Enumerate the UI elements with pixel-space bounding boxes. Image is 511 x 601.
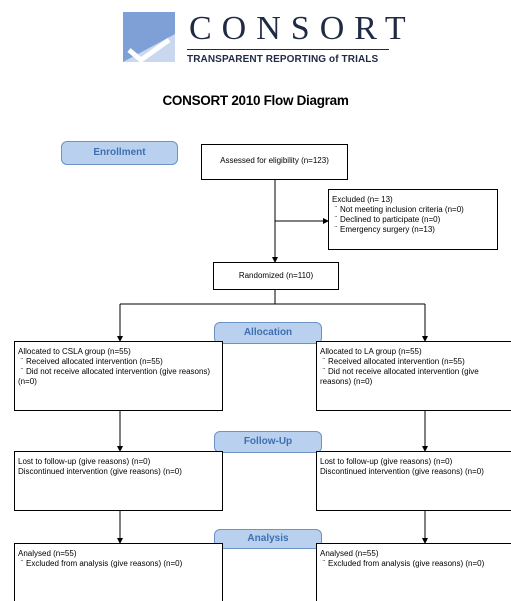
left-not-received: ¨Did not receive allocated intervention … bbox=[18, 367, 211, 386]
right-allocation-box: Allocated to LA group (n=55) ¨Received a… bbox=[316, 341, 511, 411]
left-lost: Lost to follow-up (give reasons) (n=0) bbox=[18, 457, 151, 466]
stage-allocation-label: Allocation bbox=[243, 327, 293, 338]
stage-analysis: Analysis bbox=[214, 529, 322, 549]
stage-allocation: Allocation bbox=[214, 322, 322, 344]
left-followup-box: Lost to follow-up (give reasons) (n=0) D… bbox=[14, 451, 223, 511]
stage-followup: Follow-Up bbox=[214, 431, 322, 453]
excluded-item: ¨Not meeting inclusion criteria (n=0) bbox=[334, 205, 464, 214]
left-excluded-analysis: ¨Excluded from analysis (give reasons) (… bbox=[20, 559, 183, 568]
assessed-box: Assessed for eligibility (n=123) bbox=[201, 144, 348, 180]
stage-analysis-label: Analysis bbox=[247, 533, 289, 544]
left-discontinued: Discontinued intervention (give reasons)… bbox=[18, 467, 182, 476]
assessed-text: Assessed for eligibility (n=123) bbox=[220, 156, 329, 165]
left-analysed: Analysed (n=55) bbox=[18, 549, 77, 558]
right-excluded-analysis: ¨Excluded from analysis (give reasons) (… bbox=[322, 559, 485, 568]
right-lost: Lost to follow-up (give reasons) (n=0) bbox=[320, 457, 453, 466]
randomized-text: Randomized (n=110) bbox=[238, 271, 314, 280]
stage-followup-label: Follow-Up bbox=[243, 436, 293, 447]
excluded-title: Excluded (n= 13) bbox=[332, 195, 393, 204]
right-not-received: ¨Did not receive allocated intervention … bbox=[320, 367, 479, 386]
excluded-item: ¨Emergency surgery (n=13) bbox=[334, 225, 435, 234]
logo-divider bbox=[187, 49, 389, 50]
left-received: ¨Received allocated intervention (n=55) bbox=[20, 357, 163, 366]
excluded-box: Excluded (n= 13) ¨Not meeting inclusion … bbox=[328, 189, 498, 250]
stage-enrollment-label: Enrollment bbox=[93, 147, 146, 158]
right-analysed: Analysed (n=55) bbox=[320, 549, 379, 558]
logo-tagline: TRANSPARENT REPORTING of TRIALS bbox=[187, 54, 379, 65]
right-allocation-title: Allocated to LA group (n=55) bbox=[320, 347, 422, 356]
right-followup-box: Lost to follow-up (give reasons) (n=0) D… bbox=[316, 451, 511, 511]
left-allocation-box: Allocated to CSLA group (n=55) ¨Received… bbox=[14, 341, 223, 411]
randomized-box: Randomized (n=110) bbox=[213, 262, 339, 290]
excluded-item: ¨Declined to participate (n=0) bbox=[334, 215, 441, 224]
left-analysis-box: Analysed (n=55) ¨Excluded from analysis … bbox=[14, 543, 223, 601]
right-discontinued: Discontinued intervention (give reasons)… bbox=[320, 467, 484, 476]
stage-enrollment: Enrollment bbox=[61, 141, 178, 165]
right-analysis-box: Analysed (n=55) ¨Excluded from analysis … bbox=[316, 543, 511, 601]
consort-logo-mark bbox=[123, 12, 175, 62]
consort-logo-wordmark: CONSORT bbox=[189, 10, 416, 47]
diagram-title: CONSORT 2010 Flow Diagram bbox=[162, 93, 349, 108]
left-allocation-title: Allocated to CSLA group (n=55) bbox=[18, 347, 131, 356]
right-received: ¨Received allocated intervention (n=55) bbox=[322, 357, 465, 366]
